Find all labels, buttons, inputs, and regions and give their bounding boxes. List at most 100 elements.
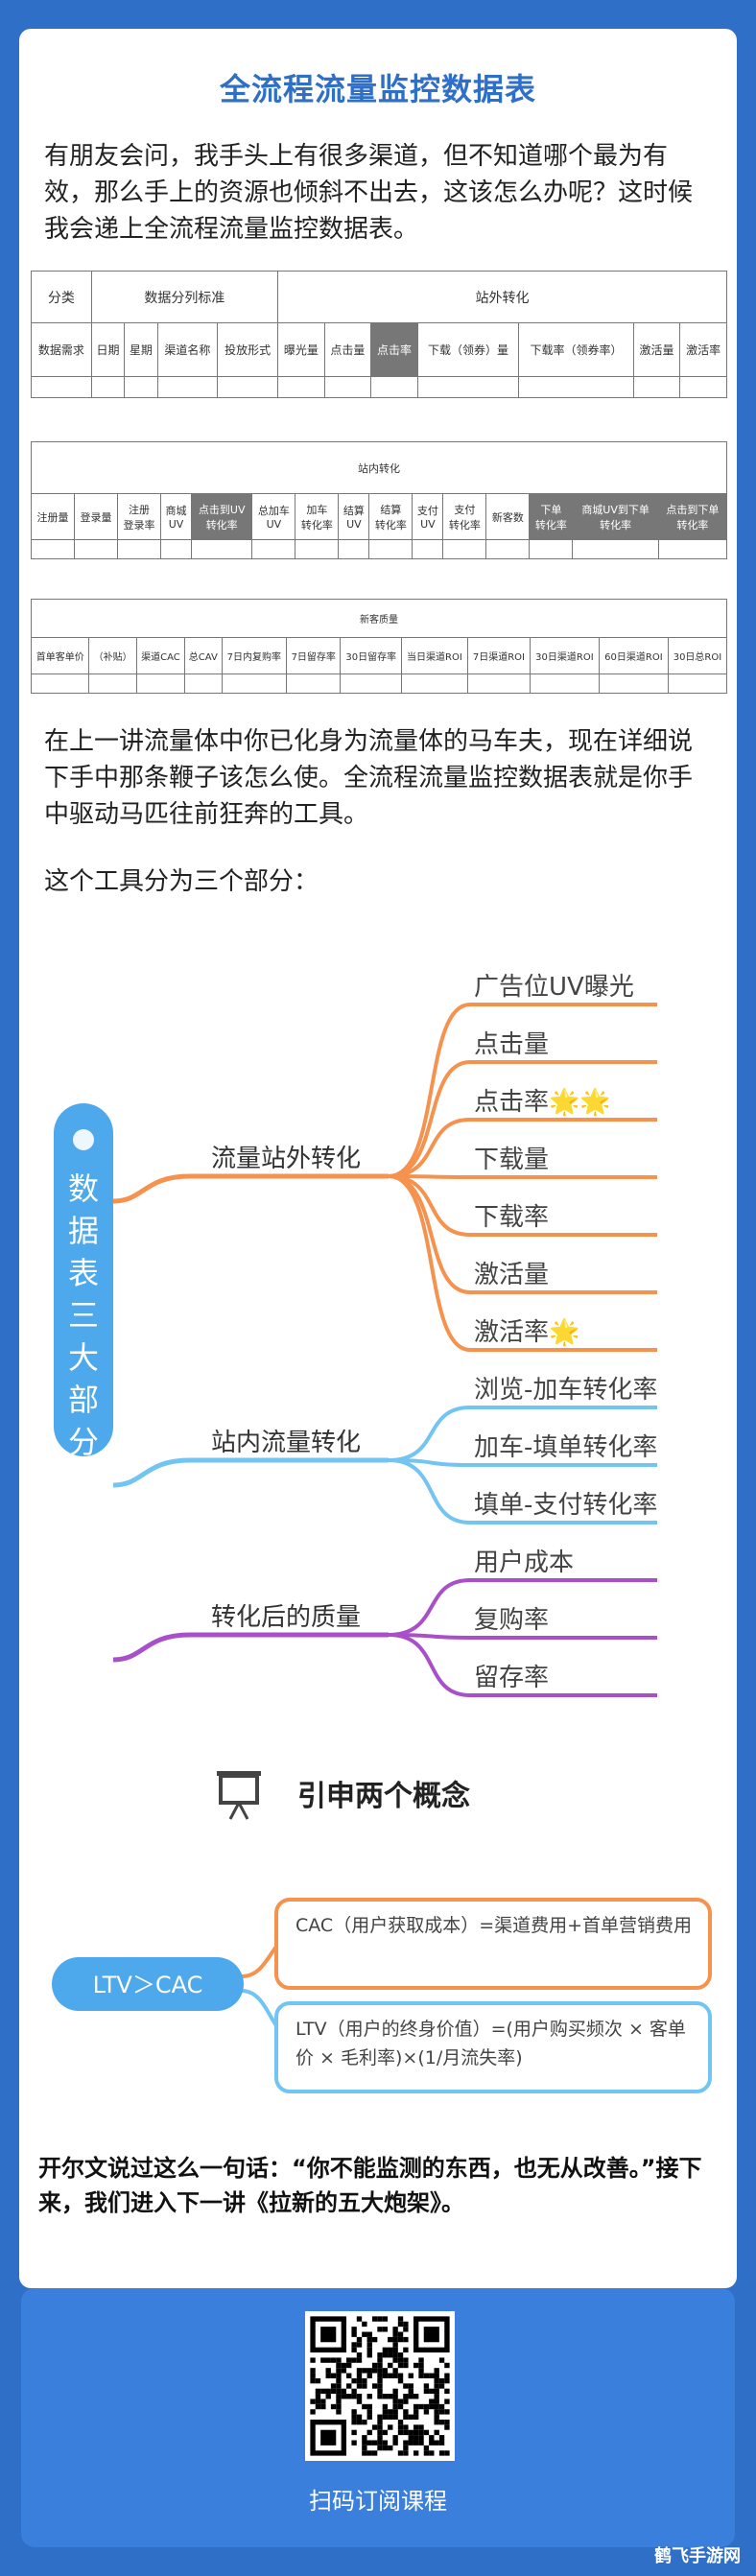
table-header-cell: 点击率 — [370, 322, 418, 377]
table-header-cell: 激活量 — [632, 322, 681, 377]
mindmap-leaf-edge — [388, 1578, 657, 1637]
bulb-icon — [73, 1129, 94, 1150]
table-header-cell: 30日留存率 — [340, 637, 402, 674]
table-empty-cell — [135, 674, 186, 694]
mindmap-leaf-edge — [388, 1118, 657, 1178]
subscribe-card[interactable]: 扫码订阅课程 — [21, 2288, 735, 2547]
table1-group: 站外转化 — [277, 271, 727, 323]
table-empty-cell — [117, 539, 161, 559]
table-header-cell: 30日总ROI — [667, 637, 728, 674]
mindmap-leaf-label: 留存率 — [474, 1664, 549, 1692]
concept-heading: 引申两个概念 — [297, 1780, 470, 1813]
mindmap-leaf-edge — [388, 1633, 657, 1697]
watermark-label: 鹤飞手游网 — [654, 2546, 741, 2566]
table-empty-cell — [88, 674, 137, 694]
table-header-cell: 新客数 — [485, 493, 531, 540]
mindmap-branch-label: 站内流量转化 — [211, 1429, 361, 1457]
intro-paragraph: 有朋友会问，我手头上有很多渠道，但不知道哪个最为有效，那么手上的资源也倾斜不出去… — [44, 142, 694, 244]
presentation-icon — [217, 1771, 261, 1820]
body-paragraph: 这个工具分为三个部分： — [44, 867, 319, 896]
table-header-cell: 60日渠道ROI — [598, 637, 669, 674]
mindmap-leaf-edge — [388, 1458, 657, 1524]
mindmap-leaf-edge — [388, 1174, 657, 1352]
body-paragraph: 在上一讲流量体中你已化身为流量体的马车夫，现在详细说下手中那条鞭子该怎么使。全流… — [44, 727, 694, 829]
table-empty-cell — [340, 674, 402, 694]
table1-group: 数据分列标准 — [90, 271, 279, 323]
mindmap-leaf-label: 下载率 — [474, 1203, 549, 1232]
table-empty-cell — [529, 539, 574, 559]
mindmap-branch-label: 流量站外转化 — [211, 1145, 361, 1173]
table-empty-cell — [416, 376, 520, 398]
table-offsite: 分类 数据分列标准 站外转化 数据需求日期星期渠道名称投放形式曝光量点击量点击率… — [31, 271, 727, 398]
closing-paragraph: 开尔文说过这么一句话：“你不能监测的东西，也无从改善。”接下来，我们进入下一讲《… — [38, 2155, 702, 2216]
mindmap-leaf-edge — [388, 1174, 657, 1237]
table-empty-cell — [667, 674, 728, 694]
mindmap-leaf-edge — [388, 1633, 657, 1640]
table-header-cell: （补贴） — [88, 637, 137, 674]
table-header-cell: 点击到UV 转化率 — [190, 493, 253, 540]
subscribe-label: 扫码订阅课程 — [309, 2488, 447, 2515]
table-empty-cell — [286, 674, 342, 694]
table-header-cell: 注册 登录率 — [117, 493, 161, 540]
table-empty-cell — [190, 539, 253, 559]
mindmap-leaf-label: 加车-填单转化率 — [474, 1433, 657, 1462]
table-header-cell: 登录量 — [74, 493, 118, 540]
table-header-cell: 渠道名称 — [156, 322, 219, 377]
table-header-cell: 结算 转化率 — [368, 493, 413, 540]
table-header-cell: 下载率（领券率） — [518, 322, 634, 377]
mindmap-root-char: 部 — [68, 1382, 99, 1418]
mindmap-root-char: 三 — [68, 1297, 99, 1334]
table-header-cell: 投放形式 — [217, 322, 279, 377]
table-header-cell: 当日渠道ROI — [400, 637, 468, 674]
table-header-cell: 日期 — [90, 322, 126, 377]
mindmap-leaf-edge — [388, 1174, 657, 1179]
table-header-cell: 商城 UV — [160, 493, 192, 540]
mindmap-leaf-label: 填单-支付转化率 — [474, 1491, 657, 1520]
table-empty-cell — [518, 376, 634, 398]
table-header-cell: 星期 — [124, 322, 158, 377]
mindmap-root-char: 据 — [68, 1213, 99, 1249]
table-header-cell: 7日渠道ROI — [466, 637, 531, 674]
ltv-text: LTV（用户的终身价值）=(用户购买频次 × 客单价 × 毛利率)×(1/月流失… — [295, 2019, 686, 2068]
ltv-box — [274, 2001, 712, 2093]
mindmap-leaf-edge — [388, 1003, 657, 1178]
table-header-cell: 下载（领券）量 — [416, 322, 520, 377]
mindmap-leaf-label: 复购率 — [474, 1606, 549, 1635]
mindmap-branch-label: 转化后的质量 — [211, 1603, 361, 1632]
mindmap-branch-edge — [112, 1457, 389, 1488]
cac-box — [274, 1898, 712, 1990]
mindmap-leaf-label: 浏览-加车转化率 — [474, 1376, 657, 1405]
concept-root-node — [52, 1957, 244, 2011]
concept-root-label: LTV＞CAC — [93, 1972, 203, 1998]
table-empty-cell — [217, 376, 279, 398]
mindmap-leaf-edge — [388, 1060, 657, 1178]
table-empty-cell — [368, 539, 413, 559]
mindmap-root-node — [54, 1103, 113, 1456]
mindmap-leaf-label: 激活率🌟 — [474, 1317, 579, 1347]
mindmap-root-char: 数 — [68, 1170, 99, 1207]
mindmap-branch-edge — [112, 1632, 389, 1663]
qr-code-icon[interactable] — [305, 2311, 455, 2461]
mindmap-root-char: 大 — [68, 1339, 99, 1376]
mindmap-root-char: 表 — [68, 1255, 99, 1291]
page-title: 全流程流量监控数据表 — [219, 71, 536, 107]
table-header-cell: 支付 UV — [412, 493, 444, 540]
table-empty-cell — [90, 376, 126, 398]
table-empty-cell — [657, 539, 728, 559]
table-empty-cell — [679, 376, 727, 398]
mindmap-leaf-edge — [388, 1458, 657, 1467]
mindmap-leaf-label: 激活量 — [474, 1261, 549, 1289]
table-empty-cell — [295, 539, 340, 559]
table-header-cell: 结算 UV — [338, 493, 370, 540]
table3-header: 新客质量 — [31, 599, 727, 638]
mindmap-leaf-label: 用户成本 — [474, 1548, 574, 1577]
cac-text: CAC（用户获取成本）=渠道费用+首单营销费用 — [295, 1915, 693, 1936]
mindmap-branch-edge — [112, 1173, 389, 1204]
mindmap-leaf-label: 下载量 — [474, 1146, 549, 1174]
table-header-cell: 7日内复购率 — [221, 637, 288, 674]
mindmap-leaf-label: 广告位UV曝光 — [474, 973, 634, 1002]
table-header-cell: 点击到下单 转化率 — [657, 493, 728, 540]
